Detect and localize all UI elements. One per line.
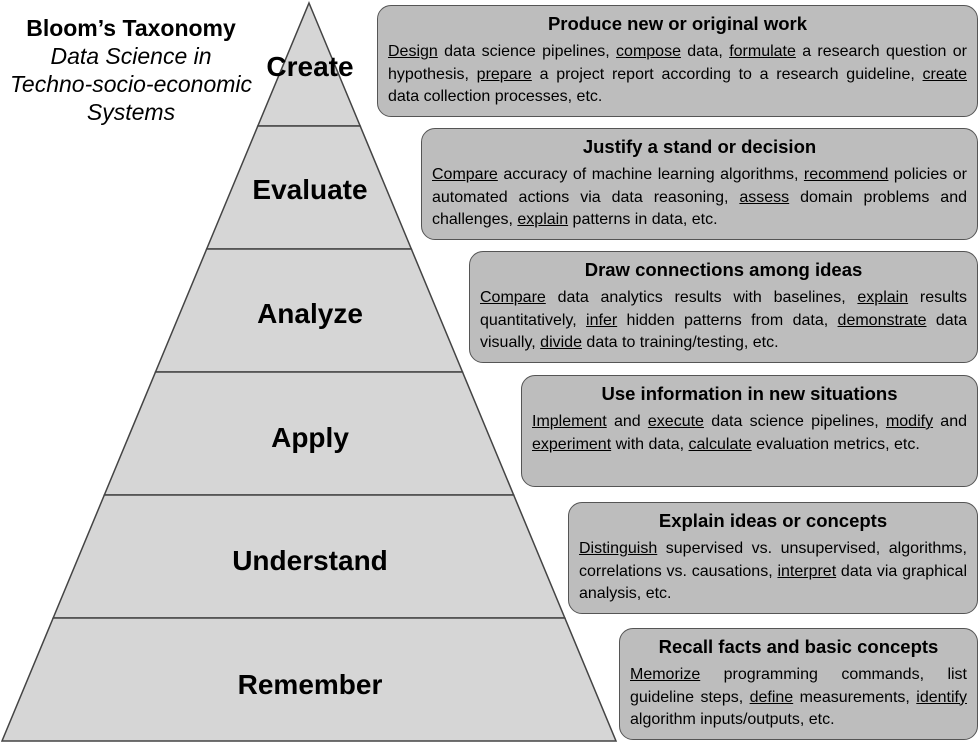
diagram-subtitle-line-3: Systems: [86, 99, 176, 126]
diagram-subtitle-line-1: Data Science in: [50, 43, 212, 70]
pyramid-tier-analyze: [154, 248, 464, 373]
pyramid-tier-create: [256, 1, 362, 127]
pyramid-tier-remember: [0, 617, 618, 742]
pyramid-tier-evaluate: [205, 125, 413, 250]
diagram-subtitle-line-2: Techno-socio-economic: [9, 71, 253, 98]
pyramid-tier-understand: [52, 494, 566, 619]
pyramid-tier-apply: [103, 371, 515, 496]
diagram-title: Bloom’s Taxonomy: [26, 15, 236, 41]
diagram-title-block: Bloom’s Taxonomy Data Science in Techno-…: [0, 14, 262, 126]
